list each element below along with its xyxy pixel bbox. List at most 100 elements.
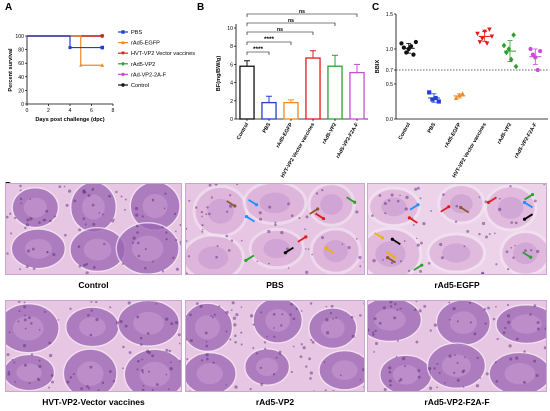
cell-nucleus	[323, 361, 326, 364]
cell-nucleus	[136, 231, 139, 234]
cell-nucleus	[53, 215, 56, 218]
cell-nucleus	[275, 356, 278, 359]
cell-nucleus	[478, 196, 481, 198]
cell-nucleus	[274, 221, 277, 224]
cell-nucleus	[155, 383, 159, 387]
cell-nucleus	[142, 384, 145, 387]
cell-nucleus	[205, 340, 208, 343]
cell-nucleus	[430, 210, 433, 212]
cell-nucleus	[101, 213, 104, 216]
cell-nucleus	[273, 335, 276, 338]
cell-nucleus	[201, 224, 204, 227]
cell-nucleus	[429, 329, 432, 332]
cell-nucleus	[374, 341, 379, 346]
cell-nucleus	[31, 247, 35, 251]
cell-nucleus	[390, 193, 394, 197]
cell-nucleus	[78, 264, 82, 268]
cell-nucleus	[484, 235, 488, 239]
cell-nucleus	[363, 261, 364, 264]
follicle-medulla	[142, 193, 168, 219]
cell-nucleus	[92, 265, 96, 269]
cell-nucleus	[231, 301, 235, 305]
cell-nucleus	[95, 391, 97, 392]
cell-nucleus	[30, 322, 33, 325]
cell-nucleus	[388, 379, 392, 383]
y-tick-label: 100	[15, 34, 24, 40]
legend-label: rAd-VP2-2A-F	[131, 72, 167, 78]
histology-rad5-vp2-f2a-f	[367, 300, 547, 392]
cell-nucleus	[194, 206, 198, 209]
data-point	[404, 50, 409, 55]
cell-nucleus	[124, 198, 127, 201]
cell-nucleus	[38, 221, 41, 224]
cell-nucleus	[372, 331, 375, 334]
cell-nucleus	[69, 376, 73, 379]
cell-nucleus	[179, 223, 181, 227]
cell-nucleus	[455, 204, 459, 208]
y-axis-label: Percent survival	[8, 48, 14, 92]
cell-nucleus	[414, 308, 417, 311]
cell-nucleus	[463, 356, 466, 359]
cell-nucleus	[454, 220, 458, 223]
cell-nucleus	[195, 302, 199, 306]
cell-nucleus	[163, 207, 166, 210]
follicle-medulla	[511, 314, 542, 334]
lesion-arrowhead	[353, 200, 357, 204]
cell-nucleus	[28, 382, 31, 385]
cell-nucleus	[292, 317, 296, 321]
cell-nucleus	[165, 317, 169, 321]
cell-nucleus	[208, 184, 212, 187]
cell-nucleus	[512, 256, 515, 260]
cell-nucleus	[165, 231, 168, 234]
data-point	[408, 44, 414, 49]
cell-nucleus	[48, 341, 52, 345]
cell-nucleus	[252, 346, 255, 350]
cell-nucleus	[17, 320, 20, 323]
cell-nucleus	[463, 245, 466, 248]
cell-nucleus	[139, 336, 143, 340]
cell-nucleus	[91, 188, 94, 192]
lesion-arrowhead	[416, 203, 420, 207]
cell-nucleus	[25, 265, 29, 269]
cell-nucleus	[389, 384, 392, 387]
y-tick-label: 80	[18, 48, 24, 54]
cell-nucleus	[226, 210, 229, 213]
data-point	[399, 41, 404, 46]
lesion-arrowhead	[233, 204, 237, 208]
cell-nucleus	[388, 199, 391, 202]
cell-nucleus	[73, 199, 77, 203]
cell-nucleus	[225, 384, 227, 386]
cell-nucleus	[536, 327, 540, 331]
cell-nucleus	[481, 271, 485, 274]
cell-nucleus	[496, 337, 499, 341]
cell-nucleus	[505, 250, 509, 254]
follicle-medulla	[504, 363, 536, 385]
cell-nucleus	[121, 262, 124, 266]
cell-nucleus	[30, 353, 34, 356]
cell-nucleus	[274, 223, 277, 227]
follicle-medulla	[16, 363, 42, 382]
x-tick-label: PBS	[262, 122, 273, 135]
cell-nucleus	[44, 219, 47, 221]
cell-nucleus	[509, 185, 512, 188]
caption-rad5-vp2: rAd5-VP2	[255, 397, 295, 407]
cell-nucleus	[38, 359, 41, 362]
cell-nucleus	[210, 315, 212, 317]
cell-nucleus	[87, 193, 91, 198]
cell-nucleus	[29, 217, 33, 221]
significance-label: ****	[253, 46, 264, 53]
cell-nucleus	[23, 318, 27, 322]
lesion-arrowhead	[385, 256, 390, 260]
cell-nucleus	[210, 196, 213, 199]
cell-nucleus	[140, 343, 143, 346]
cell-nucleus	[492, 317, 496, 321]
cell-nucleus	[24, 226, 27, 230]
cell-nucleus	[165, 373, 168, 376]
cell-nucleus	[46, 250, 49, 254]
cell-nucleus	[240, 331, 243, 334]
cell-nucleus	[278, 350, 282, 354]
cell-nucleus	[436, 362, 439, 365]
cell-nucleus	[188, 390, 191, 391]
x-tick-label: rAd5-VP2	[321, 122, 338, 145]
